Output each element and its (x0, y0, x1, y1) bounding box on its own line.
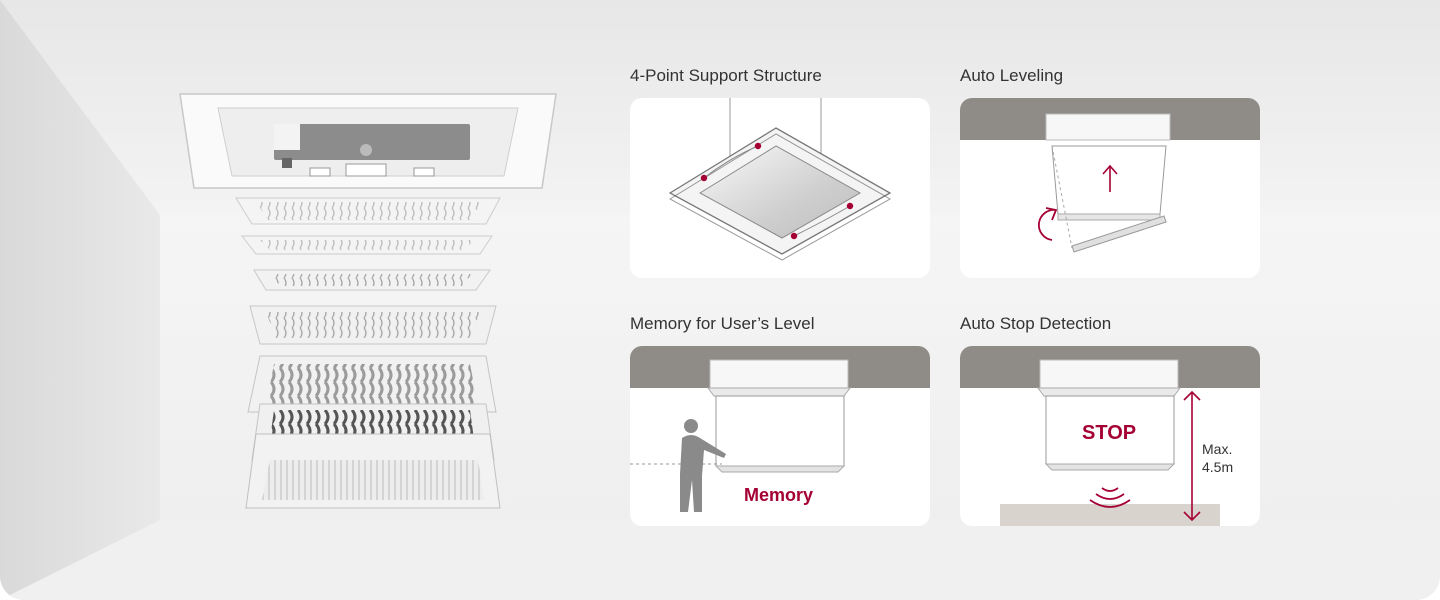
person-silhouette-icon (680, 419, 726, 512)
feature-memory-level: Memory for User’s Level Memory (630, 314, 930, 528)
memory-level-illustration (630, 346, 930, 473)
feature-auto-leveling: Auto Leveling (960, 66, 1260, 280)
feature-title: Auto Leveling (960, 66, 1064, 85)
feature-title: Memory for User’s Level (630, 314, 815, 333)
feature-title: Auto Stop Detection (960, 314, 1112, 333)
stop-label: STOP (1082, 422, 1137, 444)
feature-card: STOP Max. 4.5m (960, 346, 1260, 526)
feature-auto-stop: Auto Stop Detection STOP Max. 4.5m (960, 314, 1260, 528)
exploded-cassette-illustration (179, 93, 557, 509)
feature-card (960, 98, 1260, 278)
auto-leveling-icon (960, 98, 1260, 253)
feature-card (630, 98, 930, 278)
feature-title: 4-Point Support Structure (630, 66, 822, 85)
suspended-panel-icon (668, 98, 892, 261)
sensor-waves-icon (1089, 487, 1131, 508)
room-floor (0, 520, 1440, 600)
max-height-label: Max. 4.5m (1202, 441, 1234, 475)
feature-card: Memory (630, 346, 930, 526)
memory-label: Memory (744, 485, 814, 505)
feature-4-point-support: 4-Point Support Structure (630, 66, 930, 280)
auto-stop-illustration (960, 346, 1260, 526)
